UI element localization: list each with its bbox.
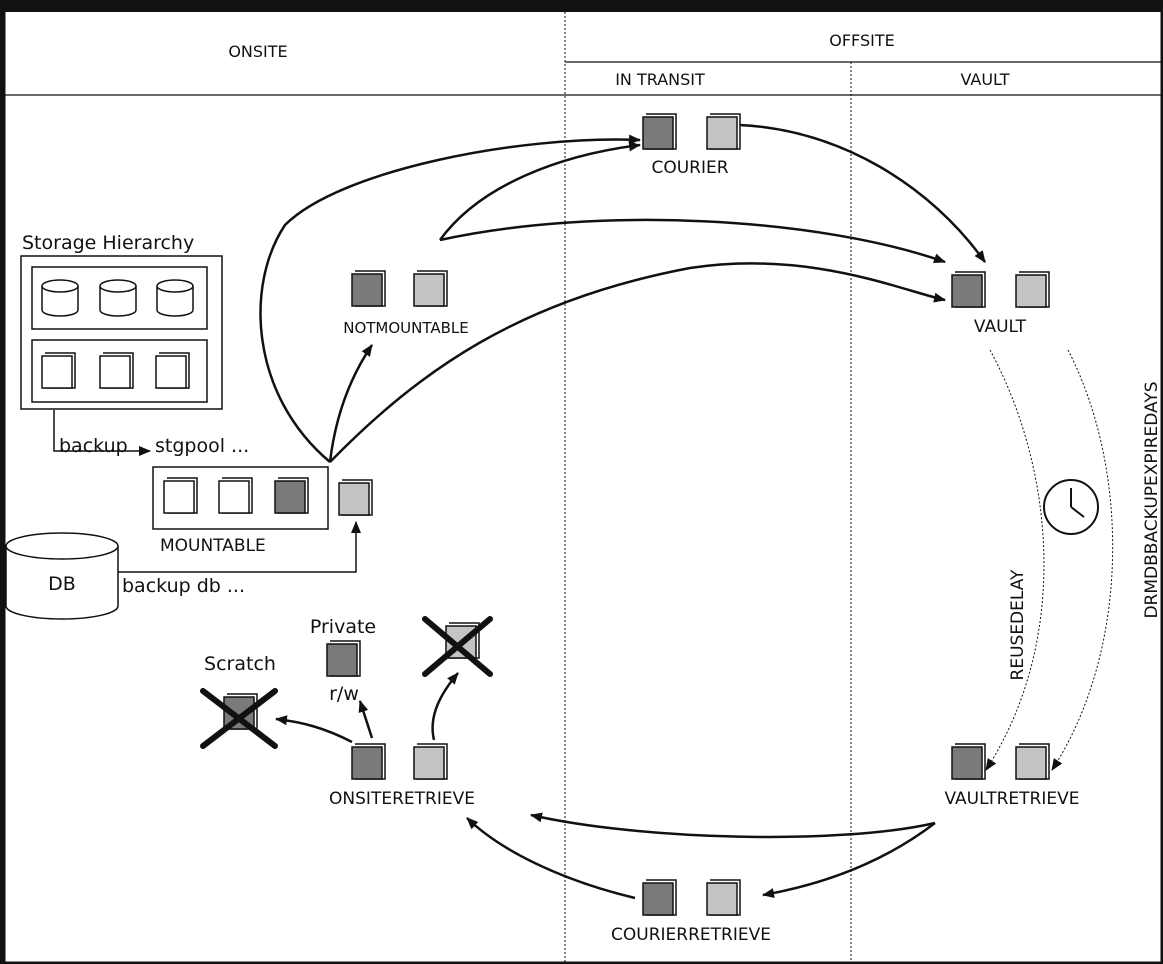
- tape-icon: [338, 479, 373, 516]
- clock-icon: [1043, 479, 1099, 535]
- tape-icon: [951, 743, 986, 780]
- delete-cross-icon: [422, 616, 493, 677]
- disk-icon: [156, 279, 194, 317]
- tape-icon: [642, 113, 677, 150]
- tape-icon: [99, 352, 134, 389]
- storage-hierarchy-title: Storage Hierarchy: [22, 232, 194, 254]
- backup-stgpool-arrow: [53, 410, 151, 456]
- backup-db-label: backup db ...: [122, 575, 245, 597]
- vault-header: VAULT: [960, 70, 1009, 89]
- tape-icon: [351, 270, 386, 307]
- onsite-header: ONSITE: [228, 42, 287, 61]
- onsiteretrieve-volumes: [351, 743, 448, 780]
- in-transit-header: IN TRANSIT: [615, 70, 705, 89]
- offsite-header: OFFSITE: [829, 31, 894, 50]
- courier-label: COURIER: [651, 158, 728, 178]
- scratch-cross-icon: [200, 688, 278, 749]
- tape-icon: [351, 743, 386, 780]
- tape-icon: [41, 352, 76, 389]
- private-tape-icon: [326, 640, 361, 677]
- vault-volumes: [951, 271, 1050, 308]
- tape-icon: [413, 743, 448, 780]
- rw-label: r/w: [329, 683, 359, 705]
- vaultretrieve-label: VAULTRETRIEVE: [944, 789, 1079, 809]
- courierretrieve-label: COURIERRETRIEVE: [611, 925, 771, 945]
- tape-icon: [218, 477, 253, 514]
- notmountable-label: NOTMOUNTABLE: [343, 319, 469, 337]
- flow-arrows: [259, 123, 987, 900]
- tape-icon: [413, 270, 448, 307]
- private-label: Private: [310, 616, 376, 638]
- tape-icon: [163, 477, 198, 514]
- vault-label: VAULT: [974, 317, 1027, 337]
- storage-hierarchy: Storage Hierarchy: [20, 232, 223, 410]
- tape-icon: [155, 352, 190, 389]
- notmountable-volumes: [351, 270, 448, 307]
- onsiteretrieve-label: ONSITERETRIEVE: [329, 789, 475, 809]
- tape-icon: [274, 477, 309, 514]
- tape-icon: [642, 879, 677, 916]
- tape-icon: [706, 879, 741, 916]
- drmdbbackupexpiredays-label: DRMDBBACKUPEXPIREDAYS: [1142, 381, 1162, 618]
- db-label: DB: [48, 573, 76, 595]
- tape-icon: [951, 271, 986, 308]
- vaultretrieve-volumes: [951, 743, 1050, 780]
- scratch-label: Scratch: [204, 653, 276, 675]
- courier-volumes: [642, 113, 741, 150]
- tape-icon: [1015, 743, 1050, 780]
- mountable-volumes: [152, 466, 373, 530]
- database: [5, 532, 119, 620]
- stgpool-label: stgpool ...: [155, 435, 249, 457]
- tape-icon: [1015, 271, 1050, 308]
- tape-icon: [706, 113, 741, 150]
- courierretrieve-volumes: [642, 879, 741, 916]
- timer-arcs: [985, 349, 1114, 771]
- backup-label: backup: [59, 435, 128, 457]
- reusedelay-label: REUSEDELAY: [1008, 569, 1028, 681]
- mountable-label: MOUNTABLE: [160, 536, 266, 556]
- disk-icon: [99, 279, 137, 317]
- backup-db-arrow: [118, 521, 361, 573]
- disk-icon: [41, 279, 79, 317]
